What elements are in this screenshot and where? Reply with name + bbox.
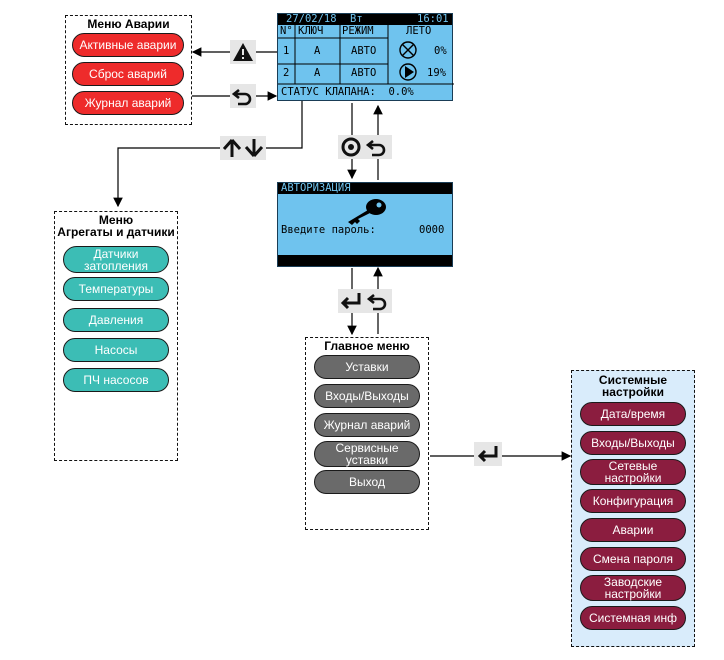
status-header-bar: 27/02/18 Вт 16:01 xyxy=(278,13,452,25)
flood-sensors-button[interactable]: Датчики затопления xyxy=(63,246,169,273)
col-number: N° xyxy=(280,25,293,37)
arrow-to-sensors-menu xyxy=(113,100,303,208)
status-grid xyxy=(278,25,454,85)
alarm-menu: Меню Аварии Активные аварии Сброс аварий… xyxy=(65,15,192,125)
network-settings-button[interactable]: Сетевые настройки xyxy=(580,459,686,485)
active-alarms-button[interactable]: Активные аварии xyxy=(72,33,184,57)
service-setpoints-button[interactable]: Сервисные уставки xyxy=(314,441,420,467)
key-icon xyxy=(348,199,386,225)
system-settings-menu: Системные настройки Дата/время Входы/Вых… xyxy=(571,370,695,647)
alarm-menu-title: Меню Аварии xyxy=(87,17,170,31)
status-date: 27/02/18 xyxy=(286,13,337,25)
status-weekday: Вт xyxy=(350,13,363,25)
up-down-arrows-icon[interactable] xyxy=(220,136,266,160)
auth-footer-bar xyxy=(278,255,452,266)
row2-number: 2 xyxy=(283,67,290,79)
pump-vfd-button[interactable]: ПЧ насосов xyxy=(63,368,169,392)
row1-mode: АВТО xyxy=(351,45,377,57)
sensors-menu: Меню Агрегаты и датчики Датчики затоплен… xyxy=(54,211,178,461)
row1-number: 1 xyxy=(283,45,290,57)
configuration-button[interactable]: Конфигурация xyxy=(580,489,686,513)
row2-value: 19% xyxy=(427,67,446,79)
status-screen: 27/02/18 Вт 16:01 N° КЛЮЧ РЕЖИМ ЛЕТО 1 А… xyxy=(277,13,454,101)
row1-value: 0% xyxy=(434,45,447,57)
col-key: КЛЮЧ xyxy=(298,25,324,37)
alarm-journal-button[interactable]: Журнал аварий xyxy=(72,91,184,115)
exit-button[interactable]: Выход xyxy=(314,470,420,494)
select-knob-icon[interactable] xyxy=(338,135,392,159)
sensors-menu-title: Меню Агрегаты и датчики xyxy=(57,213,175,239)
temperatures-button[interactable]: Температуры xyxy=(63,277,169,301)
col-mode: РЕЖИМ xyxy=(342,25,374,37)
auth-title: АВТОРИЗАЦИЯ xyxy=(281,182,351,194)
back-arrow-icon[interactable] xyxy=(230,84,256,108)
main-menu-title: Главное меню xyxy=(324,339,410,353)
system-info-button[interactable]: Системная инф xyxy=(580,606,686,630)
row1-key: А xyxy=(314,45,321,57)
setpoints-button[interactable]: Уставки xyxy=(314,355,420,379)
change-password-button[interactable]: Смена пароля xyxy=(580,547,686,571)
inputs-outputs-button[interactable]: Входы/Выходы xyxy=(314,384,420,408)
alarms-settings-button[interactable]: Аварии xyxy=(580,518,686,542)
date-time-button[interactable]: Дата/время xyxy=(580,402,686,426)
pump-running-icon xyxy=(399,63,417,81)
pressures-button[interactable]: Давления xyxy=(63,308,169,332)
valve-closed-icon xyxy=(399,41,417,59)
enter-icon[interactable] xyxy=(474,442,502,466)
valve-status: СТАТУС КЛАПАНА: 0.0% xyxy=(281,86,414,98)
enter-back-icon[interactable] xyxy=(338,289,392,313)
warning-icon[interactable] xyxy=(230,40,256,64)
reset-alarms-button[interactable]: Сброс аварий xyxy=(72,62,184,86)
auth-screen: АВТОРИЗАЦИЯ Введите пароль: 0000 xyxy=(277,182,453,267)
main-alarm-journal-button[interactable]: Журнал аварий xyxy=(314,413,420,437)
main-menu: Главное меню Уставки Входы/Выходы Журнал… xyxy=(305,337,429,530)
auth-header-bar: АВТОРИЗАЦИЯ xyxy=(278,182,452,194)
season-label: ЛЕТО xyxy=(406,25,432,37)
row2-key: А xyxy=(314,67,321,79)
system-settings-title: Системные настройки xyxy=(598,373,668,399)
password-value[interactable]: 0000 xyxy=(419,224,445,236)
row2-mode: АВТО xyxy=(351,67,377,79)
factory-settings-button[interactable]: Заводские настройки xyxy=(580,575,686,601)
pumps-button[interactable]: Насосы xyxy=(63,338,169,362)
sys-inputs-outputs-button[interactable]: Входы/Выходы xyxy=(580,431,686,455)
status-time: 16:01 xyxy=(417,13,449,25)
password-prompt: Введите пароль: xyxy=(281,224,376,236)
